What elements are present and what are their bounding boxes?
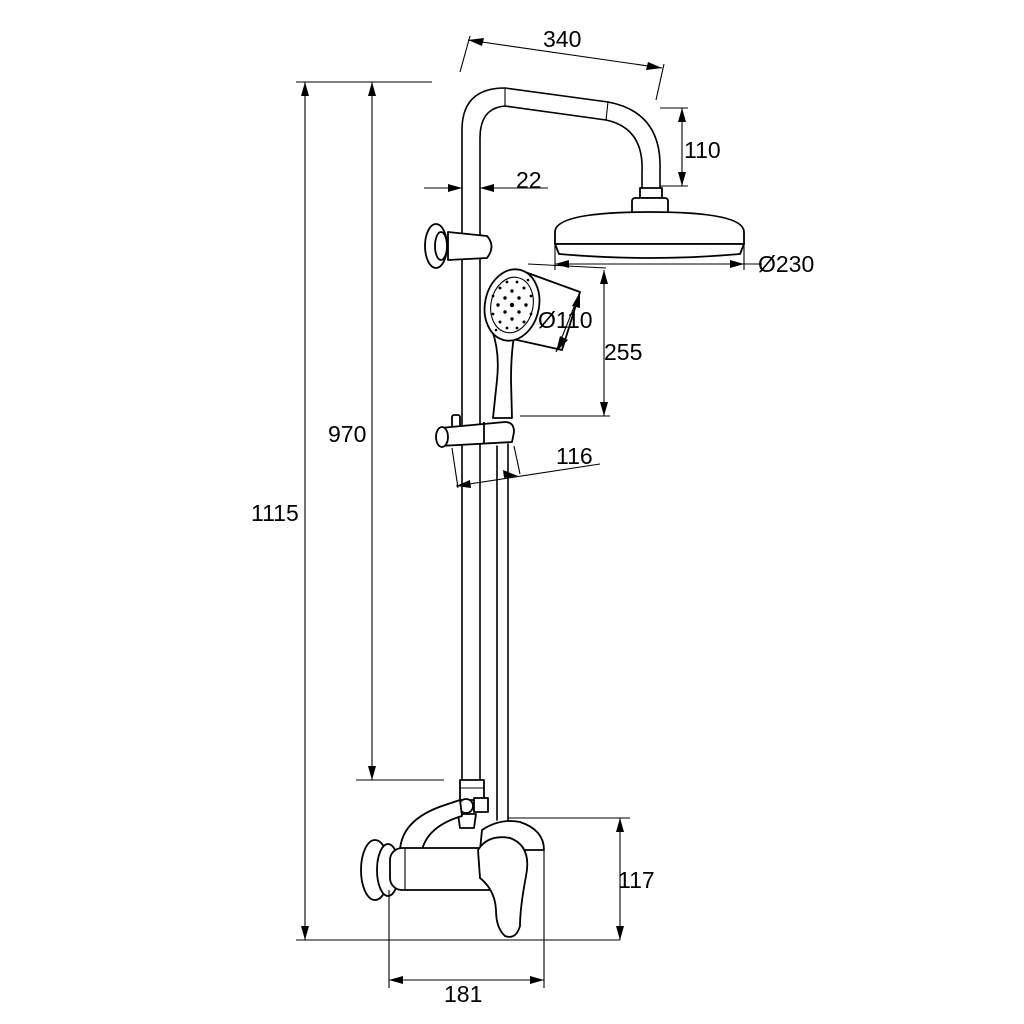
dim-handshower-height: 255 (604, 339, 642, 365)
wall-bracket (424, 223, 493, 269)
dim-arm-drop: 110 (684, 137, 721, 163)
overhead-shower-head (554, 187, 745, 259)
dim-total-height: 1115 (251, 500, 299, 526)
slider-holder (435, 414, 515, 448)
dimension-labels: 340 110 22 Ø230 Ø110 255 116 970 1115 11… (251, 26, 814, 1007)
dim-overhead-diameter: Ø230 (758, 251, 814, 277)
dim-handshower-diameter: Ø110 (538, 307, 593, 333)
hand-shower (483, 268, 581, 419)
dimension-lines (296, 35, 762, 988)
dim-mixer-width: 181 (444, 981, 482, 1007)
dim-arm-width: 340 (543, 26, 581, 52)
shower-column (461, 87, 661, 781)
mixer-valve (360, 799, 545, 938)
shower-hose (496, 443, 509, 821)
dim-slider-offset: 116 (556, 443, 593, 469)
dim-mixer-height: 117 (618, 867, 655, 893)
spray-nozzles (491, 278, 533, 332)
dim-rail-length: 970 (328, 421, 366, 447)
dim-pipe-diameter: 22 (516, 167, 542, 193)
diverter (457, 779, 489, 829)
